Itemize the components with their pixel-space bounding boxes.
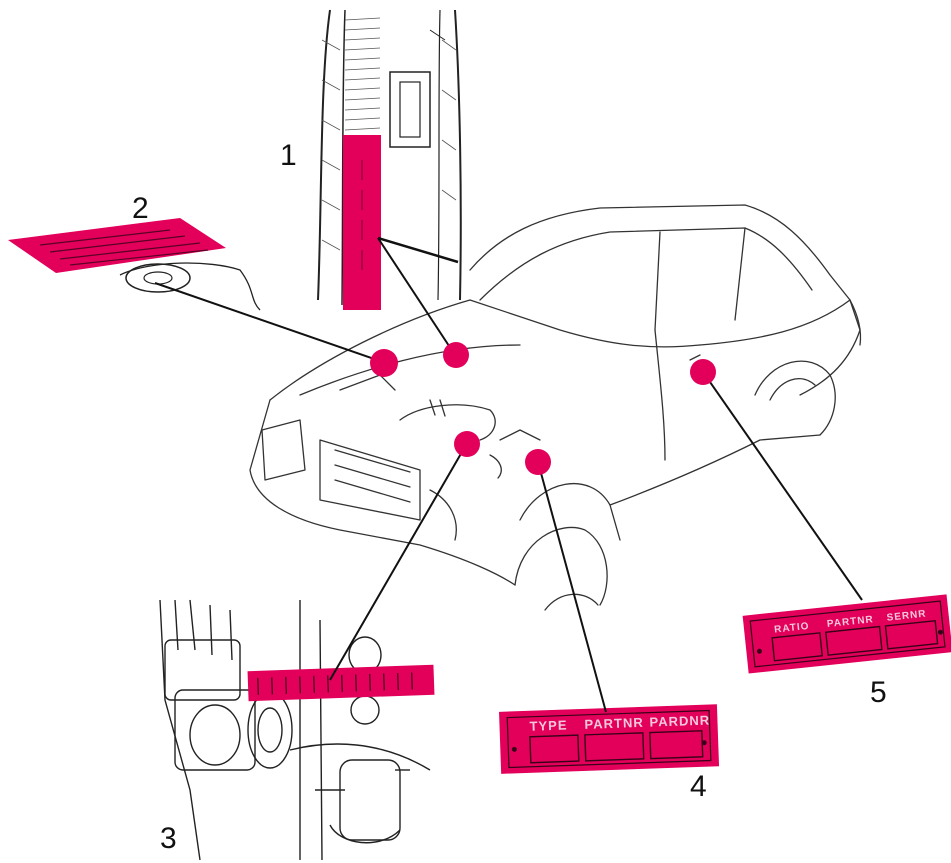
engine-detail <box>160 600 430 860</box>
plate4-label-pardnr: PARDNR <box>649 713 710 730</box>
engine-label-strip <box>248 665 435 701</box>
marker-dot-3 <box>454 431 480 457</box>
marker-dot-5 <box>690 359 716 385</box>
plate4-label-type: TYPE <box>529 717 567 733</box>
door-pillar-detail <box>318 10 461 310</box>
callout-number-3: 3 <box>160 822 177 855</box>
marker-dot-4 <box>525 449 551 475</box>
callout-number-5: 5 <box>870 676 887 709</box>
plate-5: RATIO PARTNR SERNR <box>743 594 951 673</box>
hood-plate-detail <box>8 218 260 310</box>
callout-number-2: 2 <box>132 192 149 225</box>
marker-dot-1 <box>443 342 469 368</box>
marker-dots <box>370 342 716 475</box>
callout-number-4: 4 <box>690 770 707 803</box>
plate-4: TYPE PARTNR PARDNR <box>499 704 719 774</box>
plate4-label-partnr: PARTNR <box>584 715 644 732</box>
marker-dot-2 <box>370 349 398 377</box>
callout-number-1: 1 <box>280 139 297 172</box>
